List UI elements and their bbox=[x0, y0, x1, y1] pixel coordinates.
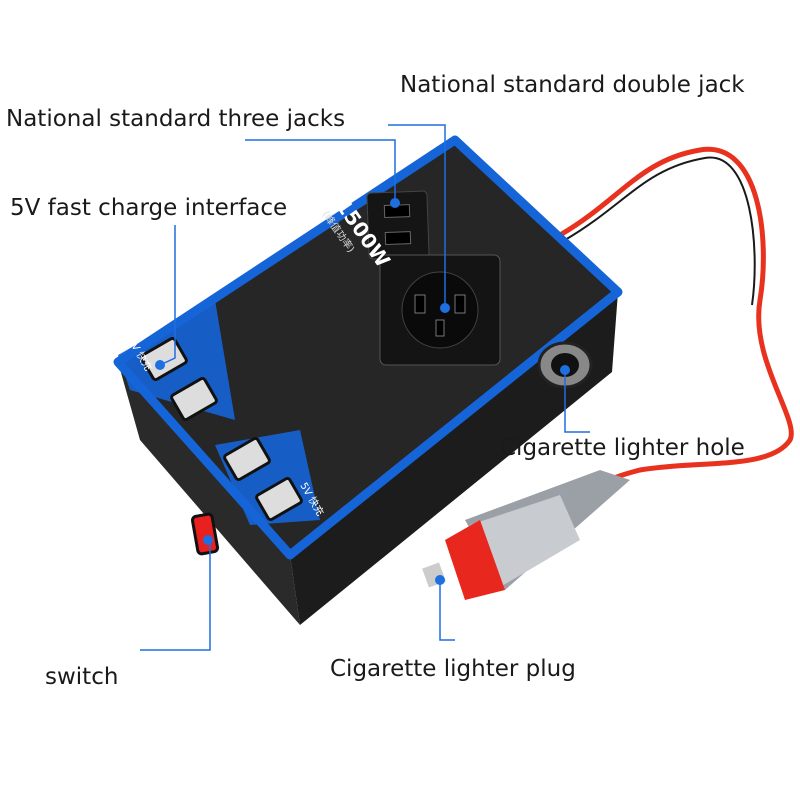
device-right-face bbox=[290, 292, 618, 625]
device-left-face bbox=[118, 362, 300, 625]
double-jack-socket bbox=[366, 190, 430, 260]
callout-dots bbox=[155, 198, 570, 585]
label-three-jacks: National standard three jacks bbox=[6, 106, 346, 132]
cigarette-lighter-plug bbox=[422, 470, 630, 600]
three-jack-socket bbox=[379, 254, 501, 366]
callout-lines bbox=[140, 124, 590, 651]
label-double-jack: National standard double jack bbox=[400, 72, 745, 98]
power-cable bbox=[558, 146, 794, 502]
label-switch: switch bbox=[45, 664, 119, 690]
power-switch[interactable] bbox=[190, 512, 220, 556]
label-lighter-plug: Cigarette lighter plug bbox=[330, 656, 576, 682]
usb-ports-left: 5V 快充 bbox=[118, 300, 235, 422]
label-usb: 5V fast charge interface bbox=[10, 195, 288, 221]
label-lighter-hole: Cigarette lighter hole bbox=[500, 435, 745, 461]
